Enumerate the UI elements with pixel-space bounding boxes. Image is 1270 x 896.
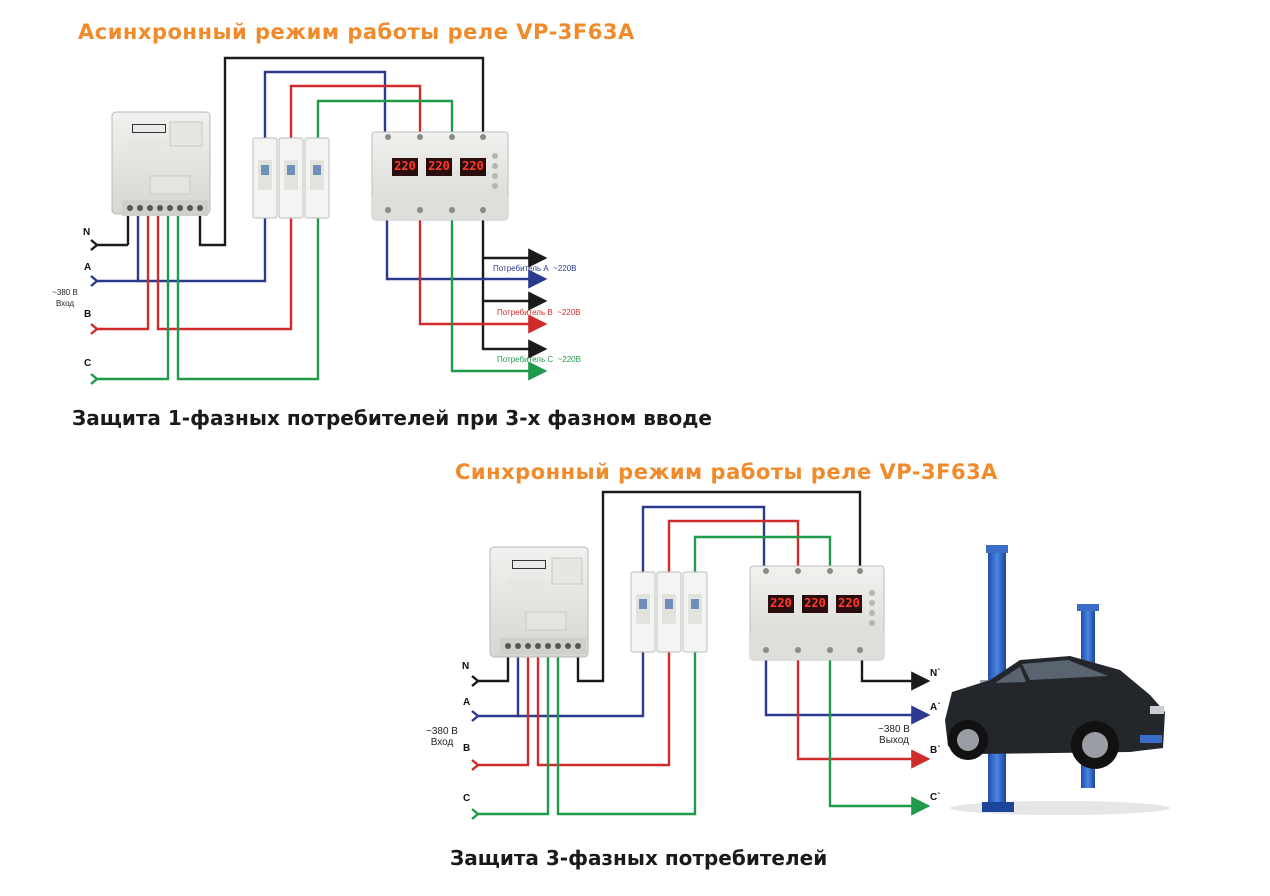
diagram-title-async: Асинхронный режим работы реле VP-3F63A [78, 20, 635, 44]
wire-c-bottom [478, 652, 550, 816]
wire-n-meter-top [198, 56, 485, 247]
voltage-relay-top [371, 131, 509, 221]
input-voltage-bottom: ~380 В Вход [426, 726, 458, 748]
phase-label-n-bottom: N [462, 661, 470, 672]
output-label-n: N` [930, 668, 941, 679]
output-voltage-bottom: ~380 В Выход [878, 724, 910, 746]
circuit-breakers-bottom [630, 571, 708, 653]
input-voltage-top: ~380 В Вход [52, 288, 78, 308]
relay-display-top-2: 220 [428, 159, 450, 173]
wire-a-top [97, 212, 140, 283]
relay-display-top-3: 220 [462, 159, 484, 173]
phase-label-c-top: C [84, 358, 92, 369]
relay-display-bottom-2: 220 [804, 596, 826, 610]
energy-meter-top [111, 111, 211, 216]
phase-label-b-top: B [84, 309, 92, 320]
phase-label-a-top: A [84, 262, 92, 273]
voltage-relay-bottom [749, 565, 885, 661]
diagram-title-sync: Синхронный режим работы реле VP-3F63A [455, 460, 998, 484]
consumer-c-label: Потребитель C ~220В [497, 355, 581, 364]
wire-n-in-bottom [478, 652, 510, 683]
consumer-b-label: Потребитель B ~220В [497, 308, 581, 317]
consumer-a-label: Потребитель A ~220В [493, 264, 577, 273]
caption-sync: Защита 3-фазных потребителей [450, 846, 828, 870]
wire-b-top [97, 212, 150, 331]
phase-label-n-top: N [83, 227, 91, 238]
relay-display-bottom-1: 220 [770, 596, 792, 610]
phase-label-a-bottom: A [463, 697, 471, 708]
wire-b-bottom [478, 652, 530, 767]
wire-n-meter-bottom [576, 490, 862, 683]
caption-async: Защита 1-фазных потребителей при 3-х фаз… [72, 406, 712, 430]
circuit-breakers-top [252, 137, 330, 219]
relay-display-bottom-3: 220 [838, 596, 860, 610]
output-label-b: B` [930, 745, 941, 756]
output-label-c: C` [930, 792, 941, 803]
energy-meter-bottom [489, 546, 589, 658]
car-lift-illustration [945, 545, 1170, 815]
phase-label-b-bottom: B [463, 743, 471, 754]
output-label-a: A` [930, 702, 941, 713]
relay-display-top-1: 220 [394, 159, 416, 173]
wire-a-bottom [478, 652, 520, 718]
wire-c-top [97, 212, 170, 381]
phase-label-c-bottom: C [463, 793, 471, 804]
